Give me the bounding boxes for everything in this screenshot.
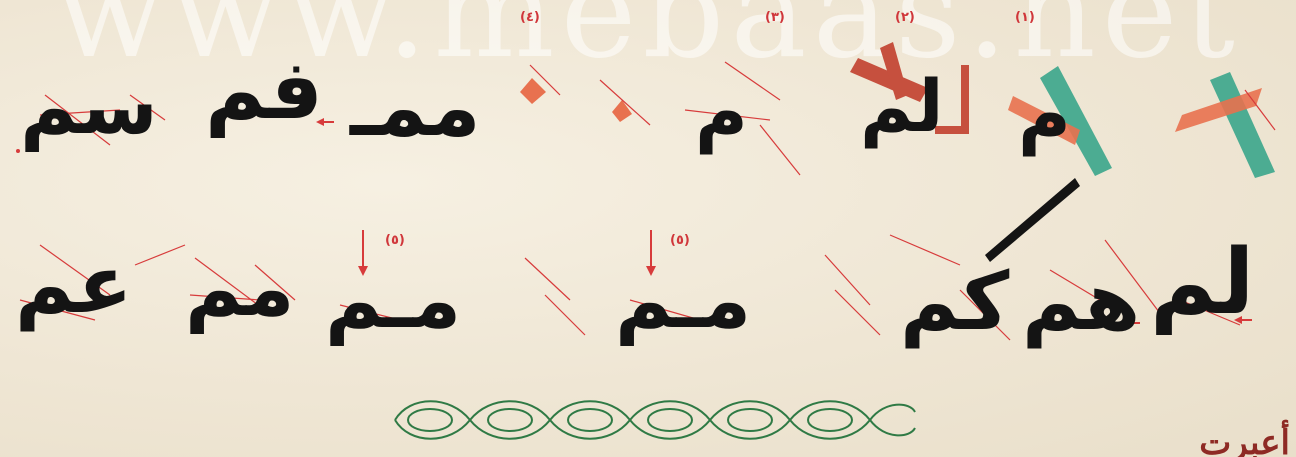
glyph-meem-meem-c: مم: [185, 250, 294, 328]
glyph-seen-meem: سم: [20, 68, 158, 146]
artist-signature: أعبرت: [1199, 423, 1290, 457]
kaf-stroke: [985, 178, 1080, 262]
ornament-divider: [395, 401, 915, 439]
glyph-meem-step3: م: [695, 76, 748, 148]
glyph-meem-step1: م: [1018, 78, 1071, 150]
glyph-ha-meem: هم: [1022, 262, 1140, 342]
glyph-meem-meem-a: مـم: [615, 262, 751, 340]
glyph-meem-meem-b: مـم: [325, 262, 461, 340]
glyph-kaf-meem: كم: [900, 262, 1009, 342]
nib-dots-step4: [520, 78, 632, 122]
glyph-meem-step4: ممـ: [350, 68, 481, 148]
glyph-lam-meem-step2: لم: [860, 70, 944, 142]
glyph-lam-meem: لم: [1150, 238, 1254, 328]
glyph-fa-meem: فم: [205, 50, 323, 132]
glyph-ain-meem: عم: [15, 245, 132, 325]
